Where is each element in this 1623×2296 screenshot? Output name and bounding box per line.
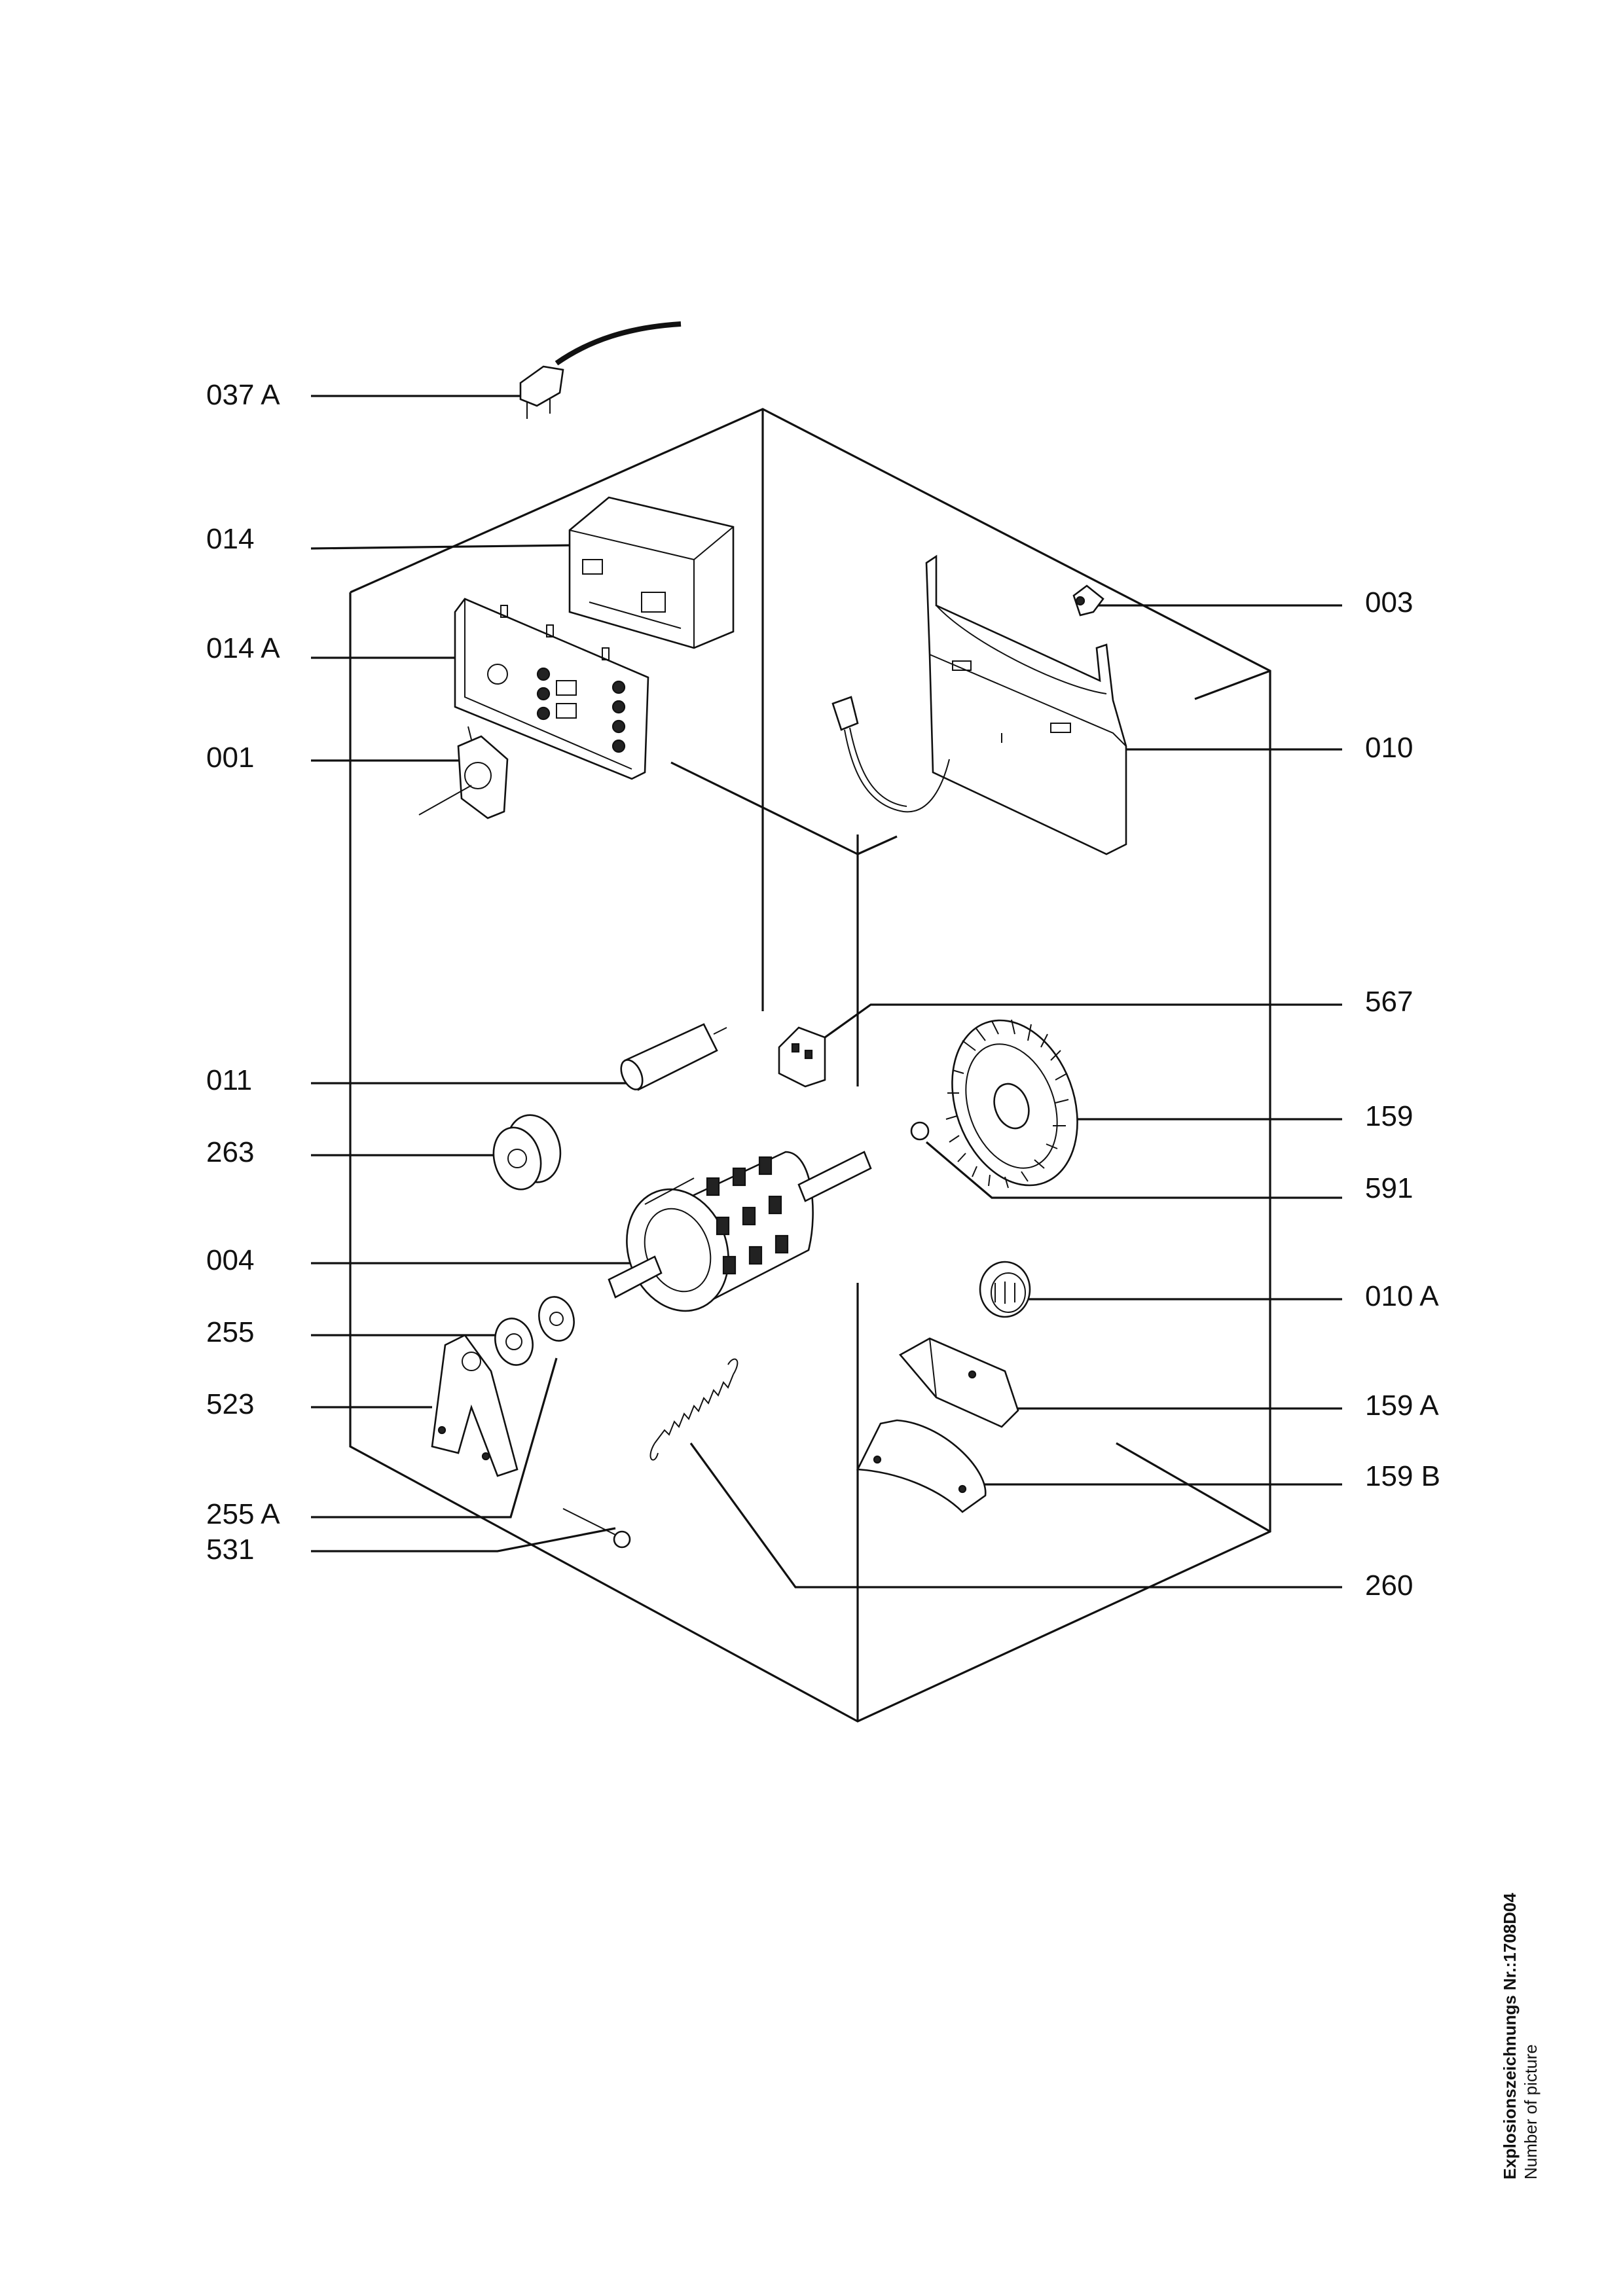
- label-014: 014: [206, 523, 254, 555]
- callout-labels: 037 A 014 014 A 001 011 263 004 255 523 …: [206, 379, 1440, 1602]
- caption-title: Explosionszeichnungs Nr.:1708D04: [1500, 1893, 1520, 2179]
- bearing-parts: [494, 1296, 575, 1366]
- label-591: 591: [1365, 1172, 1413, 1204]
- label-567: 567: [1365, 986, 1413, 1018]
- caption-subtitle: Number of picture: [1521, 2044, 1541, 2179]
- leader-lines: [310, 395, 1342, 1588]
- housing-frame: [349, 408, 1271, 1723]
- clip-part: [1072, 584, 1104, 617]
- label-159a: 159 A: [1365, 1390, 1439, 1422]
- motor-part: [608, 1151, 872, 1312]
- electronic-module-part: [568, 496, 735, 649]
- label-159b: 159 B: [1365, 1460, 1440, 1492]
- label-260: 260: [1365, 1570, 1413, 1602]
- screw-part: [562, 1508, 631, 1549]
- fan-wheel-part: [945, 1019, 1078, 1189]
- label-010a: 010 A: [1365, 1280, 1439, 1312]
- label-004: 004: [206, 1244, 254, 1276]
- picture-number-caption: Explosionszeichnungs Nr.:1708D04 Number …: [1499, 1525, 1541, 2179]
- heater-bracket-part: [831, 554, 1127, 855]
- label-003: 003: [1365, 586, 1413, 619]
- label-523: 523: [206, 1388, 254, 1420]
- cover-piece-part: [898, 1337, 1019, 1428]
- label-011: 011: [206, 1064, 252, 1096]
- small-clip-part: [910, 1121, 930, 1141]
- label-263: 263: [206, 1136, 254, 1168]
- control-panel-part: [454, 598, 649, 780]
- label-531: 531: [206, 1534, 254, 1566]
- thermostat-part: [979, 1261, 1031, 1318]
- label-255a: 255 A: [206, 1498, 280, 1530]
- label-159: 159: [1365, 1100, 1413, 1132]
- label-037a: 037 A: [206, 379, 280, 411]
- label-001: 001: [206, 742, 254, 774]
- label-255: 255: [206, 1316, 254, 1348]
- selector-switch-part: [418, 726, 509, 819]
- mains-plug-part: [519, 321, 682, 419]
- spring-part: [649, 1358, 739, 1461]
- label-010: 010: [1365, 732, 1413, 764]
- capacitor-part: [620, 1023, 727, 1091]
- motor-bracket-part: [431, 1334, 519, 1477]
- label-014a: 014 A: [206, 632, 280, 664]
- pulley-part: [492, 1114, 562, 1191]
- connector-block-part: [778, 1026, 826, 1088]
- bracket-plate-part: [856, 1419, 987, 1513]
